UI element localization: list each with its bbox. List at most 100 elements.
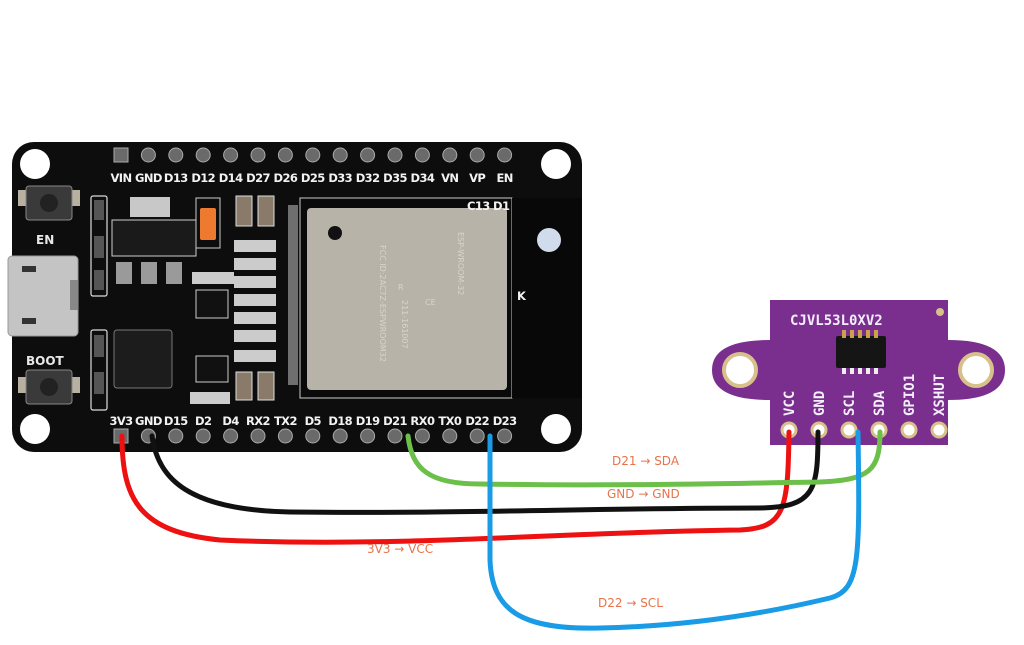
top-pin-label: EN <box>496 171 512 185</box>
top-pin-pad[interactable] <box>414 147 430 163</box>
bottom-pin-pad[interactable] <box>277 428 293 444</box>
bottom-pin-pad[interactable] <box>414 428 430 444</box>
near-module-label: C13 D1 <box>467 199 510 213</box>
en-button[interactable]: EN <box>18 185 80 247</box>
top-pin-pad[interactable] <box>195 147 211 163</box>
bottom-pin-label: D22 <box>465 414 489 428</box>
sensor-pin-pad[interactable] <box>900 421 918 439</box>
top-pin-pad[interactable] <box>250 147 266 163</box>
boot-button[interactable]: BOOT <box>18 354 80 405</box>
sensor-mounting-hole <box>958 352 994 388</box>
top-pin-label: GND <box>135 171 162 185</box>
top-pin-pad[interactable] <box>277 147 293 163</box>
module-cert: 211-161007 <box>400 300 409 349</box>
bottom-pin-pad[interactable] <box>168 428 184 444</box>
bottom-pin-label: D2 <box>195 414 211 428</box>
top-pin-pad[interactable] <box>113 147 129 163</box>
top-pin-label: VIN <box>110 171 131 185</box>
top-pin-label: VP <box>469 171 485 185</box>
top-pin-label: D13 <box>164 171 188 185</box>
bottom-pin-label: TX2 <box>274 414 297 428</box>
bottom-pin-label: RX2 <box>246 414 270 428</box>
top-pin-label: D35 <box>383 171 407 185</box>
top-pin-label: D25 <box>301 171 325 185</box>
usb-uart-chip <box>113 329 173 389</box>
top-pin-pad[interactable] <box>469 147 485 163</box>
top-pin-pad[interactable] <box>305 147 321 163</box>
top-pin-label: D33 <box>328 171 352 185</box>
r-mark: R <box>398 283 404 292</box>
sensor-mounting-hole <box>722 352 758 388</box>
label-gnd-gnd: GND → GND <box>607 487 680 501</box>
top-pin-pad[interactable] <box>497 147 513 163</box>
mounting-hole <box>20 149 50 179</box>
annotations: D21 → SDA GND → GND 3V3 → VCC D22 → SCL <box>367 454 680 610</box>
esp-wroom-32-module: ESP-WROOM-32 FCC ID:2AC7Z-ESPWROOM32 211… <box>288 197 582 399</box>
sensor-pin-label: GND <box>812 391 828 416</box>
mounting-hole <box>20 414 50 444</box>
tantalum-capacitor <box>200 208 216 240</box>
usb-port[interactable] <box>7 255 79 337</box>
bottom-pin-pad[interactable] <box>442 428 458 444</box>
bottom-pin-label: D5 <box>305 414 322 428</box>
resistor-array <box>190 195 276 404</box>
top-pin-label: D12 <box>191 171 215 185</box>
vl53l0x-chip <box>836 336 886 368</box>
top-pin-pad[interactable] <box>223 147 239 163</box>
top-pin-label: D26 <box>274 171 298 185</box>
mounting-hole <box>541 414 571 444</box>
top-pin-pad[interactable] <box>140 147 156 163</box>
bottom-pin-label: D18 <box>328 414 352 428</box>
bottom-pin-pad[interactable] <box>305 428 321 444</box>
bottom-pin-label: RX0 <box>410 414 435 428</box>
top-pin-label: D14 <box>219 171 243 185</box>
top-pin-pad[interactable] <box>168 147 184 163</box>
label-d22-scl: D22 → SCL <box>598 596 663 610</box>
top-pin-pad[interactable] <box>360 147 376 163</box>
bottom-pin-pad[interactable] <box>195 428 211 444</box>
bottom-pin-label: D23 <box>493 414 517 428</box>
top-pin-pad[interactable] <box>332 147 348 163</box>
bottom-pin-pad[interactable] <box>387 428 403 444</box>
bottom-pin-label: D19 <box>356 414 380 428</box>
bottom-pin-pad[interactable] <box>223 428 239 444</box>
bottom-pin-label: GND <box>135 414 162 428</box>
esp32-board: EN BOOT <box>7 142 582 452</box>
wire-3v3-vcc[interactable] <box>119 429 792 545</box>
en-button-label: EN <box>36 233 54 247</box>
top-pin-pad[interactable] <box>442 147 458 163</box>
bottom-pin-pad[interactable] <box>360 428 376 444</box>
wire-gnd-gnd[interactable] <box>149 429 821 515</box>
sensor-pin-pad[interactable] <box>930 421 948 439</box>
bottom-pin-label: D4 <box>222 414 239 428</box>
wire-d21-sda[interactable] <box>405 429 883 488</box>
sensor-pin-pad[interactable] <box>840 421 858 439</box>
bottom-pin-pad[interactable] <box>332 428 348 444</box>
k-label: K <box>517 289 527 303</box>
wires <box>119 429 883 631</box>
top-pin-label: VN <box>441 171 458 185</box>
top-pin-label: D34 <box>411 171 435 185</box>
top-pin-label: D27 <box>246 171 270 185</box>
power-led <box>537 228 561 252</box>
label-3v3-vcc: 3V3 → VCC <box>367 542 433 556</box>
bottom-pin-label: D21 <box>383 414 407 428</box>
mounting-hole <box>541 149 571 179</box>
module-name: ESP-WROOM-32 <box>456 232 465 295</box>
sensor-title: CJVL53L0XV2 <box>790 313 883 329</box>
top-pin-pad[interactable] <box>387 147 403 163</box>
bottom-pin-label: D15 <box>164 414 188 428</box>
bottom-pin-pad[interactable] <box>250 428 266 444</box>
wire-d22-scl[interactable] <box>487 429 862 631</box>
bottom-pin-pad[interactable] <box>497 428 513 444</box>
bottom-pin-pad[interactable] <box>469 428 485 444</box>
module-fcc: FCC ID:2AC7Z-ESPWROOM32 <box>378 245 387 362</box>
smd-components-left <box>90 195 108 411</box>
top-pin-label: D32 <box>356 171 380 185</box>
sensor-pin-label: GPIO1 <box>902 374 918 416</box>
sensor-pin-label: SCL <box>842 391 858 416</box>
